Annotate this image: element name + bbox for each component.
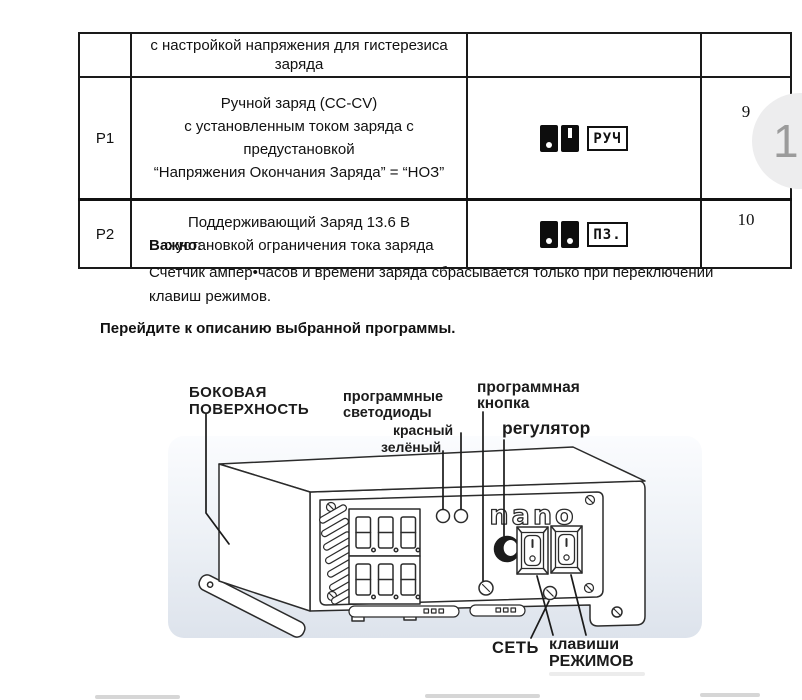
description-cell: с настройкой напряжения для гистерезиса … xyxy=(130,32,468,78)
program-id-cell: P1 xyxy=(78,76,132,201)
switch-on-top-icon xyxy=(561,124,580,152)
label-green-led: зелёный xyxy=(381,439,442,455)
important-note-body: Счетчик ампер•часов и времени заряда сбр… xyxy=(149,264,714,305)
indicator-cell: РУЧ xyxy=(466,76,702,201)
side-mount-bracket xyxy=(198,574,306,638)
table-row: P1 Ручной заряд (CC-CV) с установленным … xyxy=(78,76,792,201)
mode-switch-left xyxy=(516,526,549,575)
indicator-cell: ПЗ. xyxy=(466,198,702,269)
red-led xyxy=(453,508,469,524)
leader-line-mode-keys-1 xyxy=(536,575,554,636)
goto-program-line: Перейдите к описанию выбранной программы… xyxy=(100,320,456,337)
description-cell: Поддерживающий Заряд 13.6 В с установкой… xyxy=(130,198,468,269)
seven-segment-display-bottom xyxy=(348,555,421,605)
segment-display-label: ПЗ. xyxy=(587,221,628,247)
table-row: с настройкой напряжения для гистерезиса … xyxy=(78,32,792,78)
page-indicator-number: 1 xyxy=(773,115,799,167)
device-side-panel xyxy=(218,463,311,612)
segment-display-label: РУЧ xyxy=(587,125,628,151)
switch-on-bottom-icon xyxy=(540,124,559,152)
leader-line-mode-keys-2 xyxy=(570,574,587,636)
cropped-text-sliver xyxy=(549,672,645,676)
label-regulator: регулятор xyxy=(502,418,591,438)
seven-segment-display-top xyxy=(348,508,421,557)
label-program-leds: программные светодиоды xyxy=(343,389,444,421)
label-power: СЕТЬ xyxy=(492,639,539,657)
cropped-text-sliver xyxy=(700,693,760,697)
program-id-cell xyxy=(78,32,132,78)
page-number-cell xyxy=(700,32,792,78)
description-cell: Ручной заряд (CC-CV) с установленным ток… xyxy=(130,76,468,201)
label-side-surface: БОКОВАЯ ПОВЕРХНОСТЬ xyxy=(189,384,310,418)
page-number-cell: 10 xyxy=(700,198,792,269)
important-note-title: Важно: xyxy=(149,237,203,254)
label-mode-keys: клавиши РЕЖИМОВ xyxy=(549,636,634,670)
cropped-text-sliver xyxy=(95,695,180,699)
cropped-text-sliver xyxy=(425,694,540,698)
green-led xyxy=(435,508,451,524)
vent-slats xyxy=(318,504,360,605)
switch-state-icons: РУЧ xyxy=(472,124,696,152)
program-id-cell: P2 xyxy=(78,198,132,269)
table-row: P2 Поддерживающий Заряд 13.6 В с установ… xyxy=(78,198,792,269)
mode-switch-right xyxy=(550,525,583,574)
regulator-knob xyxy=(493,535,521,563)
bottom-slots xyxy=(348,604,526,618)
label-program-button: программная кнопка xyxy=(477,379,580,412)
power-indicator xyxy=(542,585,558,601)
indicator-cell xyxy=(466,32,702,78)
label-red-led: красный xyxy=(393,422,454,438)
switch-state-icons: ПЗ. xyxy=(472,220,696,248)
program-table: с настройкой напряжения для гистерезиса … xyxy=(78,32,792,269)
switch-on-bottom-icon xyxy=(561,220,580,248)
leader-line-side-surface xyxy=(205,413,230,545)
switch-on-bottom-icon xyxy=(540,220,559,248)
program-button xyxy=(478,580,494,596)
